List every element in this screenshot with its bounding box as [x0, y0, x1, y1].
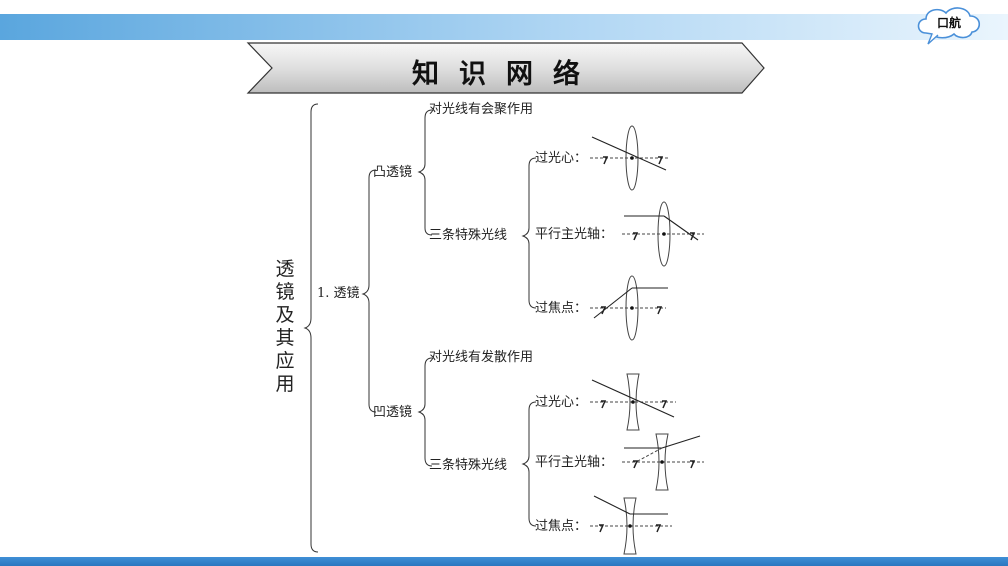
root-title-char: 及 [275, 304, 295, 326]
level1-brace [361, 169, 377, 413]
cloud-icon [917, 7, 981, 45]
navigation-button[interactable]: 口航 [914, 3, 984, 45]
convex-lens-label: 凸透镜 [373, 165, 413, 180]
concave-ray-focus-label: 过焦点： [535, 519, 588, 534]
concave-lens-label: 凹透镜 [373, 405, 413, 420]
convex-effect-label: 对光线有会聚作用 [429, 102, 534, 117]
root-title-char: 用 [275, 373, 295, 395]
concave-ray-parallel-label: 平行主光轴： [535, 455, 614, 470]
title-banner [246, 42, 765, 94]
concave-effect-label: 对光线有发散作用 [429, 350, 534, 365]
concave-ray-center-label: 过光心： [535, 395, 588, 410]
concave-center-ray-diagram [590, 373, 676, 431]
concave-focus-ray-diagram [590, 495, 672, 555]
convex-parallel-ray-diagram [622, 201, 704, 267]
concave-rays-label: 三条特殊光线 [429, 458, 508, 473]
root-title-char: 透 [275, 258, 295, 280]
bottom-bar [0, 557, 1008, 566]
root-brace [303, 103, 319, 553]
top-gradient-bar [0, 14, 1008, 40]
concave-brace [417, 357, 433, 467]
concave-rays-brace [521, 401, 537, 527]
convex-brace [417, 109, 433, 236]
convex-ray-center-label: 过光心： [535, 151, 588, 166]
convex-focus-ray-diagram [590, 275, 668, 341]
root-title-char: 镜 [275, 281, 295, 303]
convex-rays-brace [521, 157, 537, 309]
banner-title: 知识网络 [412, 59, 600, 90]
convex-ray-focus-label: 过焦点： [535, 301, 588, 316]
level1-label: 1. 透镜 [317, 286, 360, 301]
navigation-label: 口航 [936, 16, 961, 30]
concave-parallel-ray-diagram [622, 433, 704, 491]
convex-rays-label: 三条特殊光线 [429, 228, 508, 243]
convex-ray-parallel-label: 平行主光轴： [535, 227, 614, 242]
root-title-char: 应 [275, 350, 295, 372]
convex-center-ray-diagram [590, 125, 668, 191]
root-title-char: 其 [275, 327, 295, 349]
